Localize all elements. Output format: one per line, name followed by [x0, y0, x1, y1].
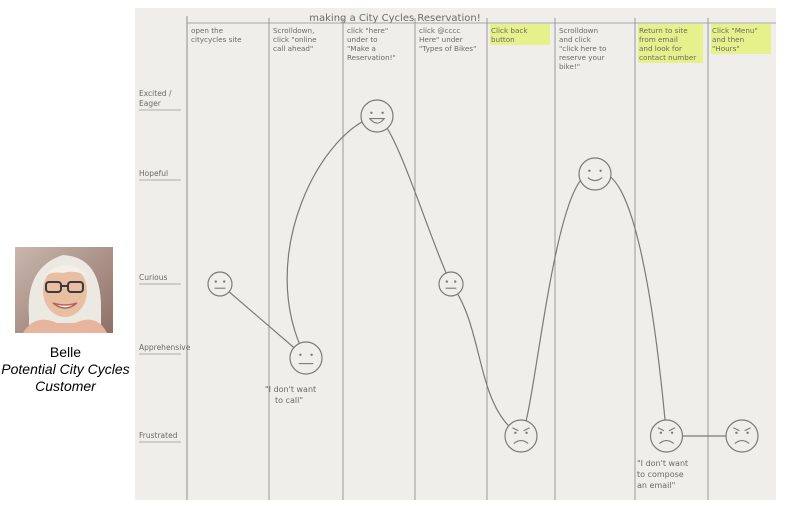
persona-name: Belle — [49, 344, 82, 360]
step-header-line: Scrolldown — [559, 26, 598, 35]
highlight-mark — [711, 24, 771, 54]
quote-1: "I don't want to call" — [265, 385, 316, 405]
step-header-line: under to — [347, 35, 378, 44]
persona-caption: Belle Potential City Cycles Customer — [0, 343, 131, 395]
step-header-line: Click back — [491, 26, 528, 35]
step-header-line: Scrolldown, — [273, 26, 314, 35]
face-angry-icon — [725, 419, 759, 453]
step-header-line: "Types of Bikes" — [419, 44, 476, 53]
emotion-label: Apprehensive — [139, 343, 191, 355]
step-header-line: Here" under — [419, 35, 463, 44]
journey-map-sheet: making a City Cycles Reservation! open t… — [135, 8, 776, 500]
emotion-label: Excited /Eager — [139, 89, 181, 111]
emotion-label-line: Eager — [139, 99, 162, 108]
quote-2: "I don't want to compose an email" — [637, 459, 688, 490]
step-header-line: bike!" — [559, 62, 580, 71]
step-header-8: Click "Menu"and then"Hours" — [711, 24, 771, 54]
quote-line: "I don't want — [637, 459, 688, 468]
step-header-line: Return to site — [639, 26, 688, 35]
emotion-label-line: Frustrated — [139, 431, 178, 440]
step-header-line: citycycles site — [191, 35, 242, 44]
face-neutral-icon — [207, 271, 233, 297]
step-header-line: call ahead" — [273, 44, 313, 53]
quote-line: an email" — [637, 481, 675, 490]
highlight-mark — [638, 24, 703, 63]
persona-role: Potential City Cycles Customer — [1, 361, 130, 394]
quote-line: to call" — [275, 396, 303, 405]
step-header-line: "click here to — [559, 44, 606, 53]
step-header-line: open the — [191, 26, 224, 35]
step-header-line: from email — [639, 35, 678, 44]
step-header-line: "Make a — [347, 44, 376, 53]
step-header-line: click "here" — [347, 26, 388, 35]
step-header-line: contact number — [639, 53, 696, 62]
persona-photo — [15, 247, 113, 333]
emotion-label-line: Excited / — [139, 89, 172, 98]
map-title: making a City Cycles Reservation! — [309, 13, 480, 24]
step-header-line: button — [491, 35, 515, 44]
emotion-label-line: Curious — [139, 273, 167, 282]
step-header-line: click @cccc — [419, 26, 460, 35]
step-header-line: Click "Menu" — [712, 26, 758, 35]
step-header-line: and click — [559, 35, 592, 44]
highlight-mark — [490, 24, 550, 45]
emotion-label: Frustrated — [139, 431, 181, 443]
step-header-line: and then — [712, 35, 744, 44]
emotion-label-line: Apprehensive — [139, 343, 191, 352]
quote-line: "I don't want — [265, 385, 316, 394]
step-header-line: "Hours" — [712, 44, 740, 53]
step-header-line: reserve your — [559, 53, 605, 62]
face-smile-icon — [578, 157, 612, 191]
face-happy-icon — [360, 99, 394, 133]
emotion-label: Hopeful — [139, 169, 181, 181]
step-header-line: and look for — [639, 44, 682, 53]
face-neutral-icon — [438, 271, 464, 297]
emotion-label-line: Hopeful — [139, 169, 168, 178]
quote-line: to compose — [637, 470, 684, 479]
step-header-line: Reservation!" — [347, 53, 396, 62]
face-neutral-icon — [289, 341, 323, 375]
step-header-line: click "online — [273, 35, 317, 44]
emotion-label: Curious — [139, 273, 181, 285]
journey-line — [219, 115, 742, 437]
face-angry-icon — [504, 419, 538, 453]
face-angry-icon — [649, 419, 684, 453]
